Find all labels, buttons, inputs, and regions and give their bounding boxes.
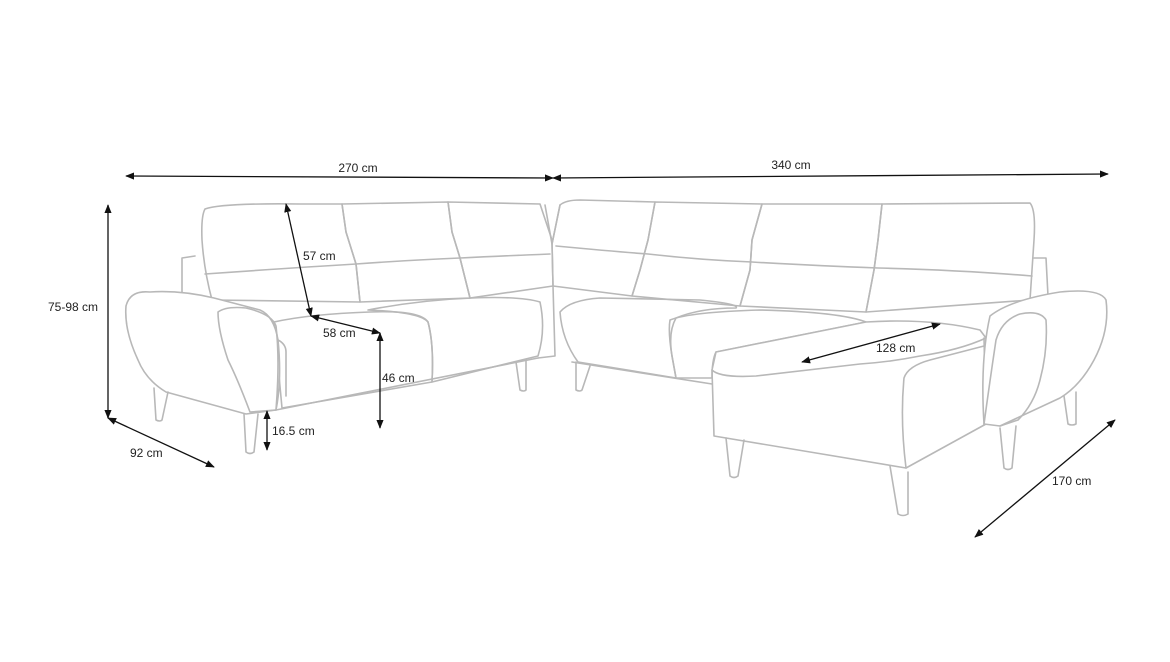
dim-line-chaise-length	[974, 419, 1116, 538]
dim-line-back-height	[284, 203, 313, 317]
right-back-cushion-4	[865, 202, 1036, 313]
left-armrest	[124, 290, 281, 415]
label-left-width: 270 cm	[338, 161, 377, 175]
left-back-seam	[204, 253, 551, 275]
right-back-cushion-1	[551, 199, 656, 297]
corner-sofa-drawing	[124, 199, 1108, 517]
right-base-line	[571, 361, 713, 385]
label-right-width: 340 cm	[771, 158, 810, 172]
leg-right-back	[1063, 391, 1077, 426]
dim-line-chaise-width	[801, 322, 941, 364]
left-base-line	[275, 357, 539, 411]
corner-joint	[537, 204, 561, 359]
label-seat-depth: 58 cm	[323, 326, 356, 340]
label-seat-height: 46 cm	[382, 371, 415, 385]
right-armrest-front	[983, 312, 1048, 427]
dimension-lines	[104, 170, 1116, 538]
left-armrest-front	[217, 306, 279, 413]
label-back-height: 57 cm	[303, 249, 336, 263]
label-leg-height: 16.5 cm	[272, 424, 315, 438]
left-armrest-inner	[277, 339, 287, 397]
leg-right-front	[999, 425, 1017, 471]
leg-left-back	[153, 387, 169, 422]
dim-line-depth	[107, 417, 215, 468]
leg-left-front	[243, 413, 259, 455]
label-chaise-length: 170 cm	[1052, 474, 1091, 488]
leg-left-base	[515, 359, 527, 392]
right-back-seam	[555, 245, 1033, 277]
right-seat-cushion-1	[559, 297, 738, 379]
label-chaise-width: 128 cm	[876, 341, 915, 355]
right-back-cushion-3	[739, 203, 883, 313]
leg-chaise-corner	[889, 465, 909, 517]
chaise-cushion-edge	[901, 345, 985, 469]
dimension-labels: 270 cm 340 cm 75-98 cm 57 cm 58 cm 46 cm…	[48, 158, 1091, 488]
dim-line-seat-depth	[310, 314, 381, 335]
leg-chaise-front	[725, 437, 745, 479]
right-back-side-panel	[1033, 257, 1049, 297]
left-back-cushion-1	[201, 203, 361, 303]
left-seat-cushion-2	[367, 296, 544, 383]
label-height: 75-98 cm	[48, 300, 98, 314]
dim-line-right-width	[552, 170, 1109, 182]
dim-line-left-width	[125, 172, 554, 182]
label-depth: 92 cm	[130, 446, 163, 460]
leg-corner	[575, 361, 591, 392]
left-back-cushion-3	[447, 201, 554, 299]
